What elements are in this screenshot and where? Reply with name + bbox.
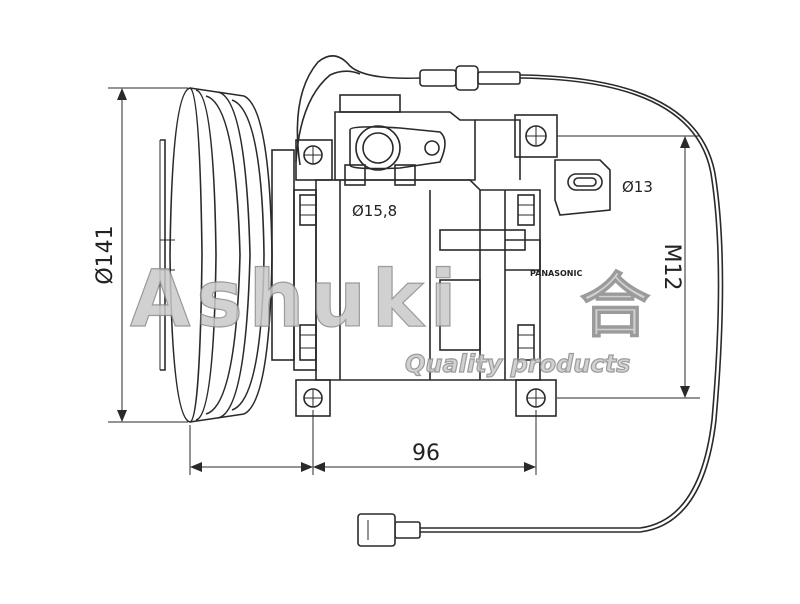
label-pulley-diameter: Ø141 (93, 225, 118, 284)
dimension-pulley-diameter: Ø141 (93, 87, 188, 423)
label-port-small: Ø13 (622, 178, 653, 196)
watermark-logo-glyph: 合 (580, 265, 650, 347)
label-port-large: Ø15,8 (352, 202, 397, 220)
watermark-tagline: Quality products (405, 350, 630, 378)
clutch-wire (295, 55, 724, 547)
dimension-thread: M12 (557, 135, 700, 399)
dimension-mount-spacing: 96 (189, 410, 537, 475)
pulley (159, 87, 295, 423)
label-mount-spacing: 96 (412, 441, 440, 466)
watermark: Ashuki 合 Quality products (129, 254, 650, 378)
watermark-brand: Ashuki (130, 255, 462, 345)
label-thread: M12 (659, 244, 684, 291)
label-part-brand: PANASONIC (530, 269, 582, 278)
